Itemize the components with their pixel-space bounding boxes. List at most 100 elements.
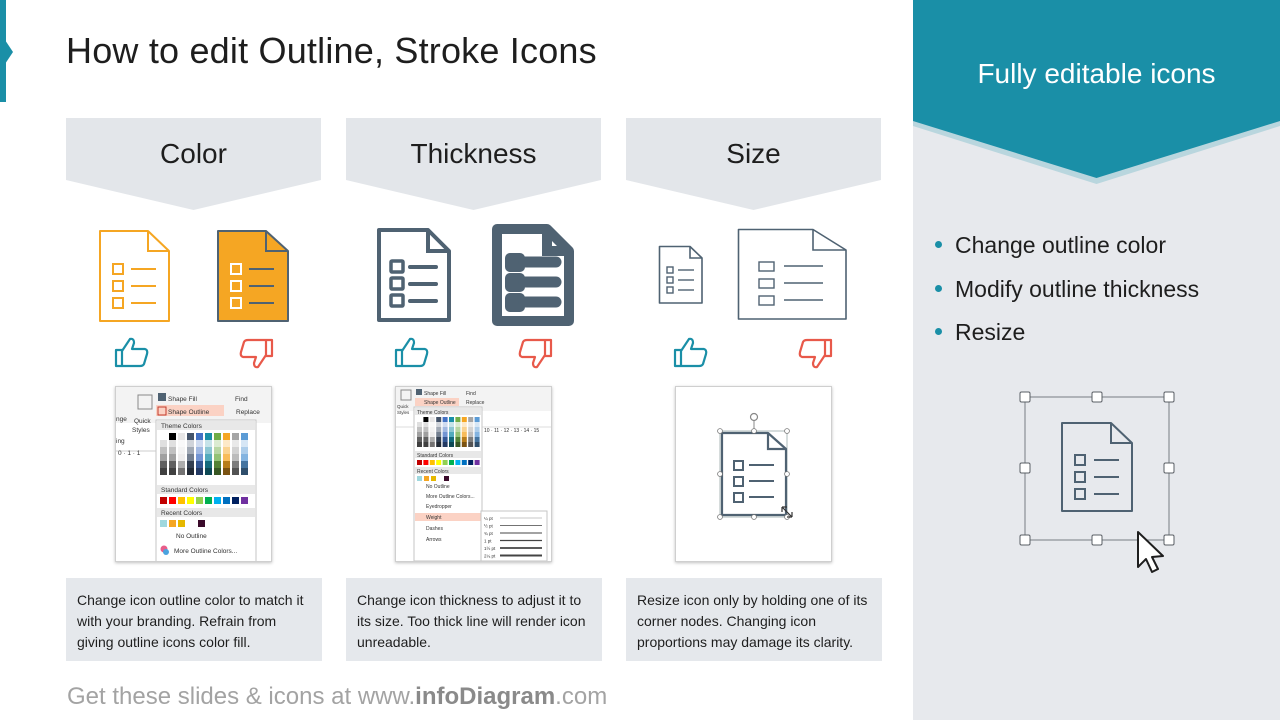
- color-swatch[interactable]: [468, 437, 474, 442]
- color-swatch[interactable]: [436, 442, 442, 447]
- color-swatch[interactable]: [241, 440, 248, 447]
- color-swatch[interactable]: [232, 433, 239, 440]
- color-swatch[interactable]: [474, 417, 480, 422]
- color-swatch[interactable]: [232, 461, 239, 468]
- color-swatch[interactable]: [423, 437, 429, 442]
- color-swatch[interactable]: [429, 442, 435, 447]
- color-swatch[interactable]: [455, 437, 461, 442]
- color-swatch[interactable]: [169, 497, 176, 504]
- color-swatch[interactable]: [436, 422, 442, 427]
- color-swatch[interactable]: [169, 468, 176, 475]
- weight-option-label[interactable]: ¾ pt: [484, 531, 494, 536]
- color-swatch[interactable]: [178, 497, 185, 504]
- color-swatch[interactable]: [423, 427, 429, 432]
- color-swatch[interactable]: [196, 468, 203, 475]
- color-swatch[interactable]: [468, 460, 474, 465]
- color-swatch[interactable]: [474, 432, 480, 437]
- color-swatch[interactable]: [442, 460, 448, 465]
- color-swatch[interactable]: [205, 433, 212, 440]
- color-swatch[interactable]: [417, 427, 422, 432]
- color-swatch[interactable]: [449, 422, 454, 427]
- color-swatch[interactable]: [442, 422, 448, 427]
- color-swatch[interactable]: [455, 427, 461, 432]
- color-swatch[interactable]: [423, 442, 429, 447]
- color-swatch[interactable]: [241, 497, 248, 504]
- color-swatch[interactable]: [214, 454, 221, 461]
- color-swatch[interactable]: [442, 437, 448, 442]
- color-swatch[interactable]: [455, 442, 461, 447]
- color-swatch[interactable]: [468, 427, 474, 432]
- color-swatch[interactable]: [417, 422, 422, 427]
- color-swatch[interactable]: [442, 427, 448, 432]
- color-swatch[interactable]: [241, 468, 248, 475]
- color-swatch[interactable]: [429, 417, 435, 422]
- color-swatch[interactable]: [468, 442, 474, 447]
- color-swatch[interactable]: [436, 417, 442, 422]
- color-swatch[interactable]: [196, 447, 203, 454]
- color-swatch[interactable]: [178, 461, 185, 468]
- color-swatch[interactable]: [429, 422, 435, 427]
- color-swatch[interactable]: [436, 427, 442, 432]
- color-swatch[interactable]: [417, 442, 422, 447]
- weight-option-label[interactable]: ½ pt: [484, 523, 494, 529]
- color-swatch[interactable]: [160, 468, 167, 475]
- color-swatch[interactable]: [169, 440, 176, 447]
- color-swatch[interactable]: [241, 433, 248, 440]
- color-swatch[interactable]: [214, 433, 221, 440]
- color-swatch[interactable]: [241, 447, 248, 454]
- color-swatch[interactable]: [417, 460, 422, 465]
- color-swatch[interactable]: [436, 460, 442, 465]
- color-swatch[interactable]: [196, 454, 203, 461]
- color-swatch[interactable]: [223, 461, 230, 468]
- color-swatch[interactable]: [232, 440, 239, 447]
- color-swatch[interactable]: [429, 427, 435, 432]
- color-swatch[interactable]: [436, 437, 442, 442]
- color-swatch[interactable]: [214, 497, 221, 504]
- color-swatch[interactable]: [187, 447, 194, 454]
- color-swatch[interactable]: [160, 447, 167, 454]
- color-swatch[interactable]: [423, 417, 429, 422]
- color-swatch[interactable]: [232, 454, 239, 461]
- color-swatch[interactable]: [461, 460, 467, 465]
- color-swatch[interactable]: [169, 454, 176, 461]
- color-swatch[interactable]: [178, 440, 185, 447]
- color-swatch[interactable]: [196, 461, 203, 468]
- color-swatch[interactable]: [223, 440, 230, 447]
- color-swatch[interactable]: [455, 432, 461, 437]
- color-swatch[interactable]: [160, 440, 167, 447]
- color-swatch[interactable]: [436, 432, 442, 437]
- color-swatch[interactable]: [455, 417, 461, 422]
- color-swatch[interactable]: [461, 417, 467, 422]
- color-swatch[interactable]: [461, 427, 467, 432]
- color-swatch[interactable]: [449, 432, 454, 437]
- color-swatch[interactable]: [205, 454, 212, 461]
- weight-option-label[interactable]: 1½ pt: [484, 545, 496, 551]
- color-swatch[interactable]: [196, 440, 203, 447]
- color-swatch[interactable]: [187, 461, 194, 468]
- color-swatch[interactable]: [205, 497, 212, 504]
- color-swatch[interactable]: [214, 447, 221, 454]
- color-swatch[interactable]: [160, 433, 167, 440]
- color-swatch[interactable]: [417, 432, 422, 437]
- weight-option-label[interactable]: ¼ pt: [484, 516, 494, 521]
- color-swatch[interactable]: [455, 460, 461, 465]
- color-swatch[interactable]: [169, 447, 176, 454]
- color-swatch[interactable]: [232, 497, 239, 504]
- color-swatch[interactable]: [442, 417, 448, 422]
- color-swatch[interactable]: [196, 433, 203, 440]
- color-swatch[interactable]: [178, 433, 185, 440]
- color-swatch[interactable]: [474, 422, 480, 427]
- color-swatch[interactable]: [241, 461, 248, 468]
- color-swatch[interactable]: [178, 454, 185, 461]
- color-swatch[interactable]: [455, 422, 461, 427]
- color-swatch[interactable]: [205, 447, 212, 454]
- color-swatch[interactable]: [423, 422, 429, 427]
- color-swatch[interactable]: [468, 422, 474, 427]
- color-swatch[interactable]: [474, 427, 480, 432]
- color-swatch[interactable]: [241, 454, 248, 461]
- color-swatch[interactable]: [468, 417, 474, 422]
- color-swatch[interactable]: [169, 461, 176, 468]
- color-swatch[interactable]: [474, 442, 480, 447]
- color-swatch[interactable]: [429, 432, 435, 437]
- color-swatch[interactable]: [232, 468, 239, 475]
